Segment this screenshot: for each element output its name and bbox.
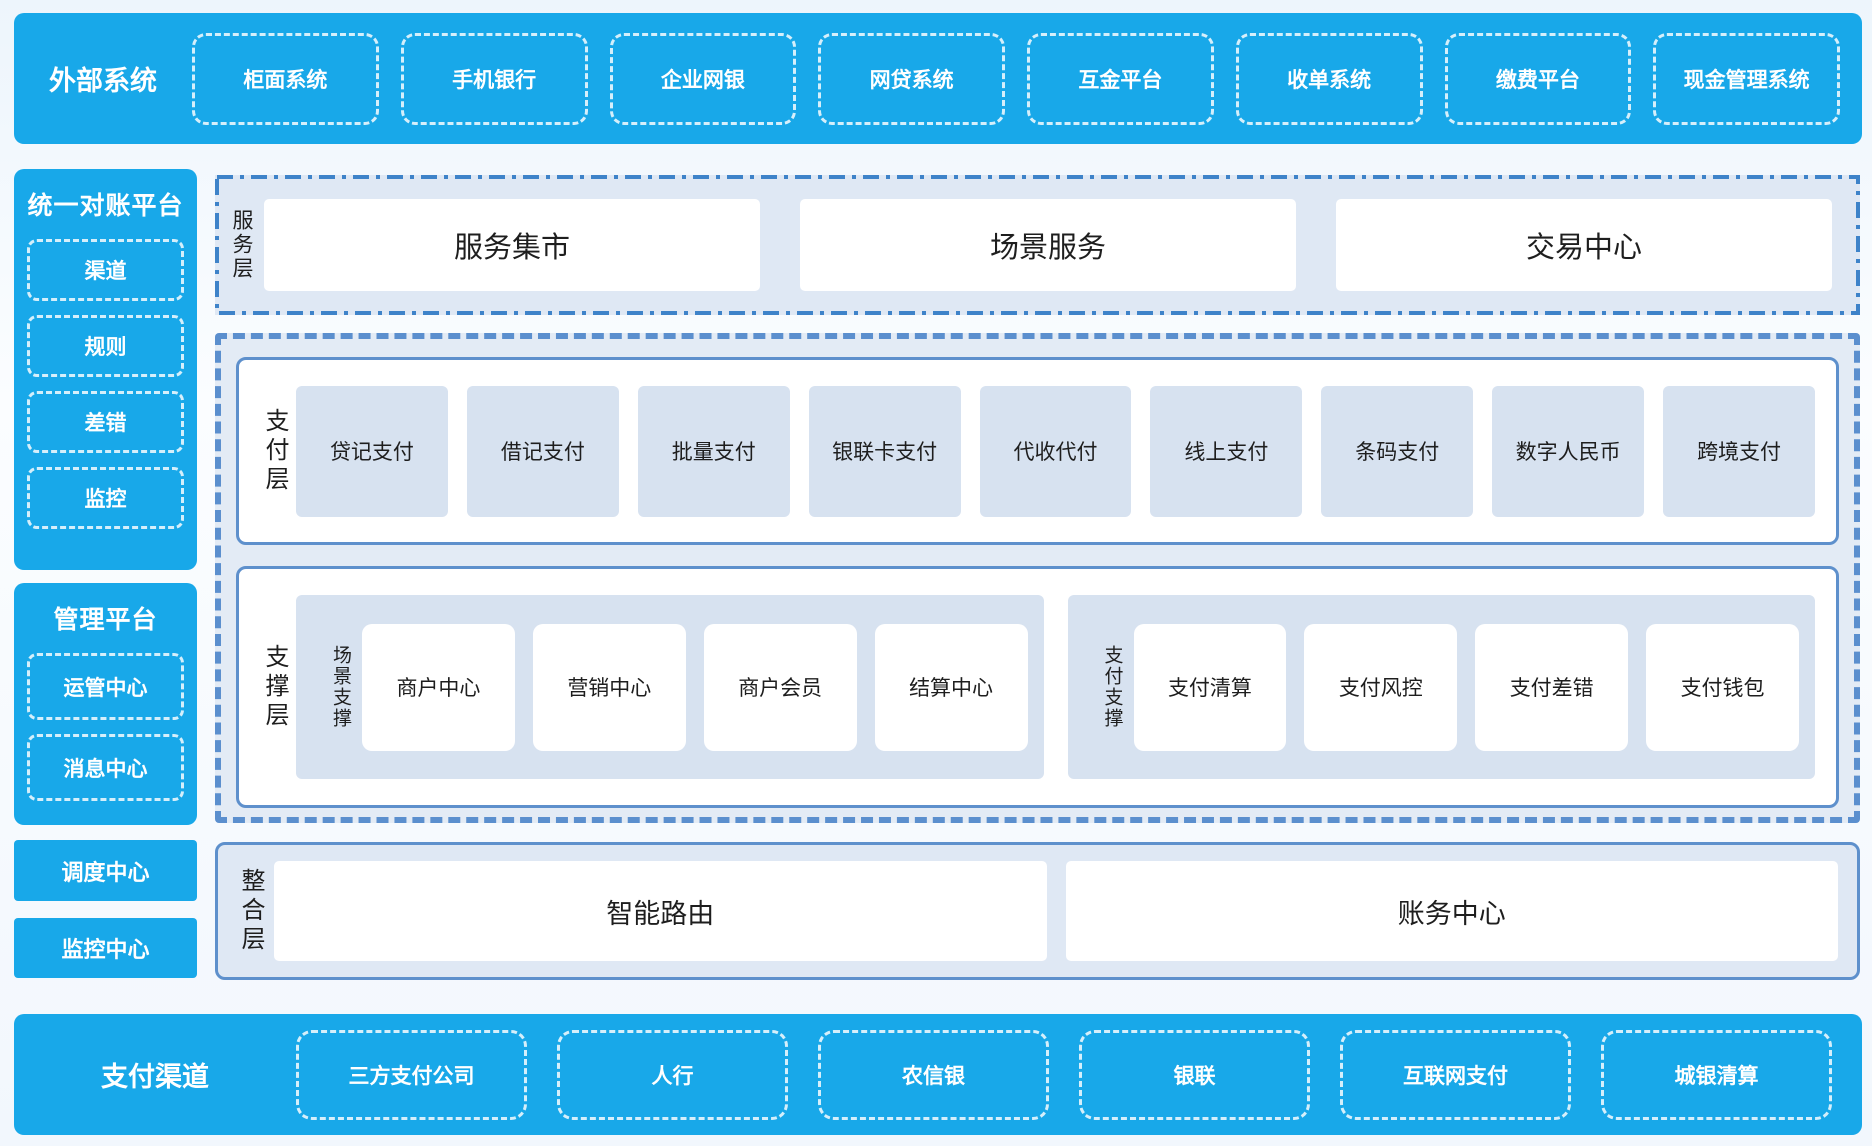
reconciliation-node: 监控: [27, 467, 184, 529]
monitoring-center-node: 监控中心: [14, 918, 197, 978]
support-node: 商户中心: [362, 623, 515, 751]
support-layer-section: 支撑层 场景支撑 商户中心 营销中心 商户会员 结算中心 支付支撑 支付清算 支…: [236, 566, 1839, 808]
payment-node: 贷记支付: [296, 385, 448, 517]
payment-node: 借记支付: [466, 385, 619, 517]
service-node: 服务集市: [264, 199, 760, 291]
support-node: 营销中心: [532, 623, 686, 751]
support-node: 商户会员: [703, 623, 857, 751]
external-system-node: 柜面系统: [192, 32, 379, 125]
payment-channels-bar: 支付渠道 三方支付公司 人行 农信银 银联 互联网支付 城银清算: [14, 1014, 1862, 1135]
integration-layer-label: 整合层: [237, 867, 264, 955]
service-layer-label: 服务层: [230, 209, 253, 281]
service-node: 交易中心: [1336, 199, 1832, 291]
support-node: 支付钱包: [1646, 623, 1799, 751]
payment-layer-label: 支付层: [261, 407, 288, 495]
core-layers-container: 支付层 贷记支付 借记支付 批量支付 银联卡支付 代收代付 线上支付 条码支付 …: [215, 333, 1860, 823]
external-systems-items: 柜面系统 手机银行 企业网银 网贷系统 互金平台 收单系统 缴费平台 现金管理系…: [192, 32, 1862, 125]
support-layer-label: 支撑层: [261, 643, 288, 731]
external-system-node: 企业网银: [609, 32, 797, 125]
management-platform-title: 管理平台: [53, 606, 158, 634]
reconciliation-platform-panel: 统一对账平台 渠道 规则 差错 监控: [14, 169, 197, 570]
scheduling-center-node: 调度中心: [14, 840, 197, 901]
scene-support-label: 场景支撑: [330, 645, 351, 729]
management-node: 消息中心: [27, 734, 184, 801]
reconciliation-node: 差错: [27, 391, 184, 453]
payment-node: 线上支付: [1150, 385, 1303, 517]
payment-channels-title: 支付渠道: [101, 1062, 209, 1092]
external-system-node: 缴费平台: [1444, 32, 1632, 125]
channel-node: 人行: [557, 1029, 788, 1120]
payment-node: 批量支付: [637, 385, 790, 517]
external-system-node: 网贷系统: [818, 32, 1005, 125]
management-node: 运管中心: [27, 653, 184, 720]
reconciliation-node: 规则: [27, 315, 184, 377]
integration-node: 账务中心: [1065, 861, 1838, 961]
support-node: 支付风控: [1304, 623, 1458, 751]
channel-node: 互联网支付: [1340, 1029, 1571, 1120]
payment-node: 跨境支付: [1663, 385, 1816, 517]
external-system-node: 收单系统: [1235, 32, 1423, 125]
reconciliation-platform-title: 统一对账平台: [27, 192, 184, 220]
channel-node: 银联: [1079, 1029, 1310, 1120]
channel-node: 城银清算: [1601, 1029, 1832, 1120]
payment-node: 条码支付: [1321, 385, 1474, 517]
reconciliation-node: 渠道: [27, 239, 184, 301]
support-node: 支付清算: [1133, 623, 1287, 751]
payment-channels-items: 三方支付公司 人行 农信银 银联 互联网支付 城银清算: [296, 1029, 1862, 1120]
external-systems-title: 外部系统: [49, 66, 157, 96]
payment-support-label: 支付支撑: [1101, 645, 1123, 729]
management-platform-panel: 管理平台 运管中心 消息中心: [14, 583, 197, 825]
channel-node: 农信银: [818, 1029, 1049, 1120]
payment-node: 银联卡支付: [808, 385, 961, 517]
service-layer-section: 服务层 服务集市 场景服务 交易中心: [215, 175, 1860, 315]
external-system-node: 手机银行: [400, 32, 588, 125]
payment-node: 代收代付: [979, 385, 1132, 517]
payment-layer-section: 支付层 贷记支付 借记支付 批量支付 银联卡支付 代收代付 线上支付 条码支付 …: [236, 357, 1839, 545]
external-system-node: 互金平台: [1027, 32, 1214, 125]
payment-support-group: 支付支撑 支付清算 支付风控 支付差错 支付钱包: [1067, 595, 1815, 779]
service-node: 场景服务: [800, 199, 1296, 291]
external-system-node: 现金管理系统: [1653, 32, 1840, 125]
scene-support-group: 场景支撑 商户中心 营销中心 商户会员 结算中心: [296, 595, 1044, 779]
payment-node: 数字人民币: [1492, 385, 1645, 517]
support-node: 支付差错: [1475, 623, 1629, 751]
external-systems-bar: 外部系统 柜面系统 手机银行 企业网银 网贷系统 互金平台 收单系统 缴费平台 …: [14, 13, 1862, 144]
channel-node: 三方支付公司: [296, 1029, 527, 1120]
support-node: 结算中心: [874, 623, 1028, 751]
integration-layer-section: 整合层 智能路由 账务中心: [215, 842, 1860, 980]
integration-node: 智能路由: [274, 861, 1047, 961]
